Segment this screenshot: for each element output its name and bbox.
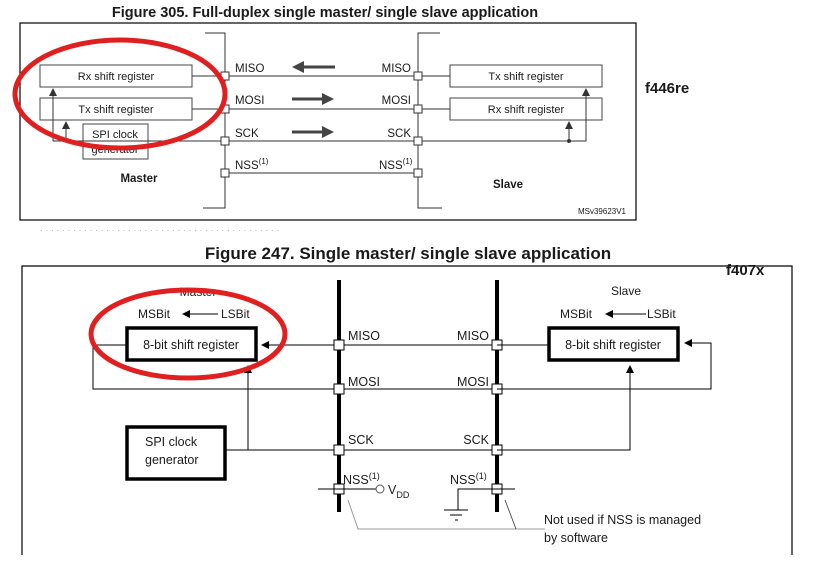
master-pin-sck: SCK: [235, 128, 259, 140]
slave-bus-line: [417, 32, 442, 209]
master-lsbit: LSBit: [221, 307, 250, 321]
note-line1: Not used if NSS is managed: [544, 513, 701, 527]
master-pin-nss: NSS(1): [343, 471, 380, 487]
slave-mosi-wire: [497, 339, 712, 390]
master-reg-label: 8-bit shift register: [143, 338, 239, 352]
slave-nss-text: NSS: [379, 160, 403, 172]
master-nss-ref: (1): [259, 157, 269, 166]
board-tag-f446re: f446re: [645, 80, 689, 97]
figure-code: MSv39623V1: [578, 207, 627, 216]
master-tx-label: Tx shift register: [78, 104, 154, 116]
slave-pin-mosi: MOSI: [457, 375, 489, 389]
figure-247: Figure 247. Single master/ single slave …: [21, 244, 793, 555]
figure-247-title: Figure 247. Single master/ single slave …: [205, 244, 611, 263]
master-msbit: MSBit: [138, 307, 171, 321]
slave-sck-wire: [497, 365, 634, 451]
master-rx-label: Rx shift register: [78, 71, 155, 83]
master-label: Master: [120, 173, 158, 185]
slave-tx-label: Tx shift register: [488, 71, 564, 83]
master-pin-nss: NSS(1): [235, 157, 269, 172]
master-nss-text: NSS: [235, 160, 259, 172]
slave-pin-miso: MISO: [457, 329, 489, 343]
pin-squares: [220, 71, 423, 178]
slave-reg-label: 8-bit shift register: [565, 338, 661, 352]
master-pin-sck: SCK: [348, 433, 374, 447]
slave-nss-ref: (1): [403, 157, 413, 166]
slave-nss-text: NSS: [450, 473, 476, 487]
master-pin-mosi: MOSI: [348, 375, 380, 389]
master-spi-clock-generator: [125, 425, 227, 481]
master-mosi-wire: [92, 344, 339, 390]
highlight-ellipse-bottom: [88, 287, 288, 381]
figure-305-title: Figure 305. Full-duplex single master/ s…: [112, 5, 538, 21]
slave-label: Slave: [493, 179, 523, 191]
vdd-text: V: [388, 483, 397, 497]
clock-gen-line2: generator: [145, 453, 199, 467]
master-nss-text: NSS: [343, 473, 369, 487]
vdd-terminal: [375, 484, 385, 494]
slave-nss-wire: [457, 488, 515, 510]
slave-pin-mosi: MOSI: [382, 95, 411, 107]
master-8bit-shift-register: [125, 326, 258, 362]
master-pin-mosi: MOSI: [235, 95, 264, 107]
highlight-ellipse-top: [12, 37, 228, 151]
note-line2: by software: [544, 531, 608, 545]
note-leader-tick: [504, 499, 517, 530]
slave-label: Slave: [611, 284, 641, 298]
slave-nss-ref: (1): [476, 471, 487, 481]
master-clock-wire: [225, 365, 252, 451]
slave-pin-sck: SCK: [463, 433, 489, 447]
board-tag-f407x: f407x: [726, 262, 765, 279]
slave-pin-miso: MISO: [382, 63, 411, 75]
clock-gen-line1: SPI clock: [92, 129, 138, 141]
figure-247-frame: [21, 265, 793, 555]
clock-gen-line1: SPI clock: [145, 435, 198, 449]
slave-pin-nss: NSS(1): [450, 471, 487, 487]
junction-dot: [567, 139, 571, 143]
figure-305: Figure 305. Full-duplex single master/ s…: [12, 5, 689, 221]
vdd-label: VDD: [388, 483, 410, 500]
slave-msbit: MSBit: [560, 307, 593, 321]
slave-lsbit: LSBit: [647, 307, 676, 321]
slave-rx-label: Rx shift register: [488, 104, 565, 116]
slave-pin-nss: NSS(1): [379, 157, 413, 172]
direction-arrows: [292, 61, 335, 138]
master-pin-miso: MISO: [235, 63, 264, 75]
vdd-subscript: DD: [396, 490, 409, 500]
slave-sck-wire: [422, 88, 590, 142]
slave-8bit-shift-register: [547, 326, 680, 362]
note-leader-line: [347, 499, 545, 530]
slave-pin-sck: SCK: [387, 128, 411, 140]
figure-305-frame: [19, 22, 637, 221]
master-bus-line: [203, 32, 226, 209]
master-pin-miso: MISO: [348, 329, 380, 343]
master-nss-ref: (1): [369, 471, 380, 481]
footnote-cropped: · · · · · · · · · · · · · · · · · · · · …: [40, 225, 279, 235]
